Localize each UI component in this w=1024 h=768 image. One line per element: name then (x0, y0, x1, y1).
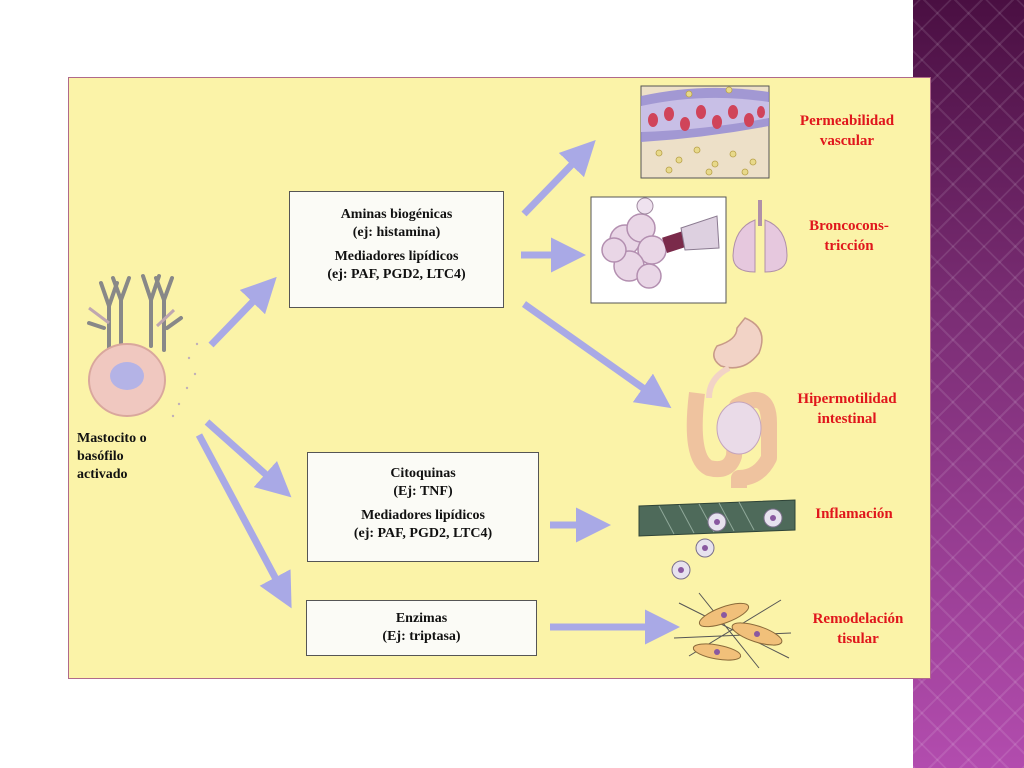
arrow-to-permeabilidad (521, 139, 596, 217)
bronchus-illustration (590, 196, 727, 304)
box-example: (Ej: triptasa) (382, 629, 461, 644)
mastocyte-label-line: basófilo (77, 449, 124, 464)
box-subtitle: Mediadores lipídicos (361, 508, 485, 523)
outcome-line: Hipermotilidad (797, 391, 897, 407)
mast-cell-illustration (87, 274, 199, 418)
outcome-line: Broncocons- (809, 218, 889, 234)
box-subtitle: Mediadores lipídicos (334, 249, 459, 264)
mastocyte-label-line: activado (77, 467, 128, 482)
outcome-line: Inflamación (815, 506, 893, 522)
box-title: Enzimas (395, 611, 448, 626)
box-example: (ej: histamina) (352, 225, 441, 240)
diagram-slide: Mastocito o basófilo activado Aminas bio… (68, 77, 931, 679)
arrow-cell-to-enzimas (195, 433, 292, 609)
outcome-line: tisular (837, 631, 879, 647)
tissue-illustration (673, 592, 792, 669)
outcome-permeabilidad: Permeabilidad vascular (787, 111, 907, 151)
lungs-illustration (732, 200, 788, 273)
mastocyte-label-line: Mastocito o (77, 431, 147, 446)
outcome-hipermotilidad: Hipermotilidad intestinal (781, 389, 913, 429)
citoquinas-box: Citoquinas (Ej: TNF) Mediadores lipídico… (307, 452, 539, 562)
outcome-line: Permeabilidad (799, 113, 895, 129)
flow-arrows (195, 139, 680, 645)
outcome-line: vascular (819, 133, 875, 149)
inflammation-illustration (638, 499, 796, 580)
arrow-cell-to-citoquinas (204, 419, 292, 498)
outcome-line: tricción (824, 238, 874, 254)
outcome-inflamacion: Inflamación (799, 504, 909, 524)
box-title: Aminas biogénicas (340, 207, 453, 222)
enzimas-box: Enzimas (Ej: triptasa) (306, 600, 537, 656)
blood-vessel-illustration (640, 85, 770, 179)
mastocyte-label: Mastocito o basófilo activado (77, 430, 187, 484)
aminas-box: Aminas biogénicas (ej: histamina) Mediad… (289, 191, 504, 308)
box-example: (Ej: TNF) (393, 484, 453, 499)
box-title: Citoquinas (390, 466, 456, 481)
outcome-remodelacion: Remodelación tisular (794, 609, 922, 649)
decorative-side-band (913, 0, 1024, 768)
arrow-to-hipermotilidad (521, 301, 672, 409)
intestine-illustration (686, 317, 777, 488)
box-subexample: (ej: PAF, PGD2, LTC4) (327, 267, 466, 282)
outcome-bronco: Broncocons- tricción (797, 216, 901, 256)
arrow-cell-to-aminas (208, 276, 277, 348)
outcome-line: Remodelación (812, 611, 904, 627)
diagram-artwork (87, 85, 796, 669)
outcome-line: intestinal (817, 411, 877, 427)
box-subexample: (ej: PAF, PGD2, LTC4) (353, 526, 493, 541)
